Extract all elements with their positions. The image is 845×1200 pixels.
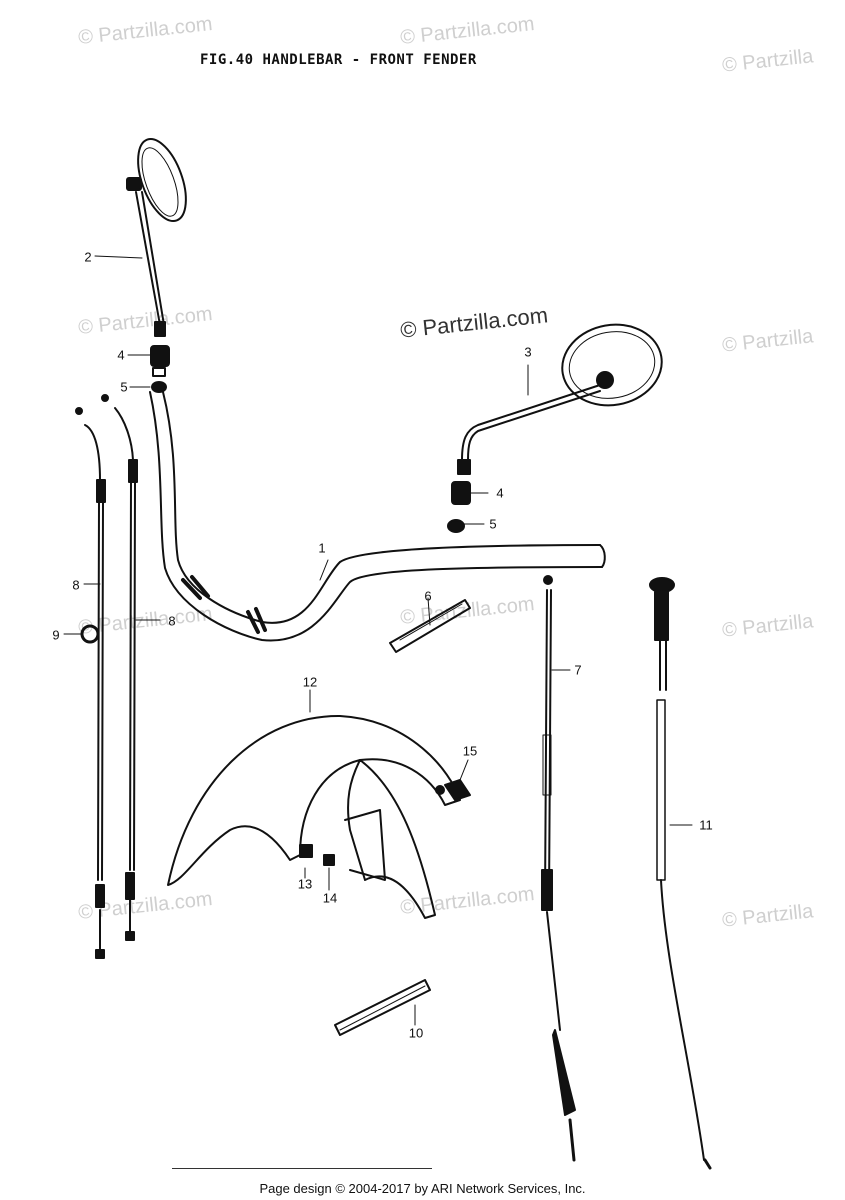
callout-1: 1 xyxy=(318,540,326,556)
strap-band xyxy=(334,979,431,1036)
callout-4: 4 xyxy=(496,485,504,501)
callout-2: 2 xyxy=(84,249,92,265)
footer-copyright: Page design © 2004-2017 by ARI Network S… xyxy=(259,1181,586,1196)
callout-5: 5 xyxy=(120,379,128,395)
callout-12: 12 xyxy=(302,674,318,690)
speedometer-cable xyxy=(649,577,712,1170)
callout-8: 8 xyxy=(72,577,80,593)
cable-strap xyxy=(389,599,471,653)
callout-4: 4 xyxy=(117,347,125,363)
left-adapter-nut xyxy=(150,345,170,393)
callout-10: 10 xyxy=(408,1025,424,1041)
clutch-brake-cables xyxy=(75,394,138,959)
footer-divider xyxy=(172,1168,432,1169)
front-fender xyxy=(167,714,461,919)
callout-7: 7 xyxy=(574,662,582,678)
leader-lines xyxy=(63,255,693,1026)
callout-3: 3 xyxy=(524,344,532,360)
callout-6: 6 xyxy=(424,588,432,604)
throttle-cable xyxy=(541,575,576,1162)
callout-9: 9 xyxy=(52,627,60,643)
callout-5: 5 xyxy=(489,516,497,532)
left-mirror xyxy=(126,138,187,337)
fender-knob xyxy=(435,779,471,801)
callout-14: 14 xyxy=(322,890,338,906)
right-mirror xyxy=(447,323,663,533)
figure-title: FIG.40 HANDLEBAR - FRONT FENDER xyxy=(200,52,477,68)
callout-8: 8 xyxy=(168,613,176,629)
callout-13: 13 xyxy=(297,876,313,892)
fender-bolt xyxy=(299,844,335,866)
callout-15: 15 xyxy=(462,743,478,759)
callout-11: 11 xyxy=(699,817,713,833)
handlebar xyxy=(149,391,606,642)
